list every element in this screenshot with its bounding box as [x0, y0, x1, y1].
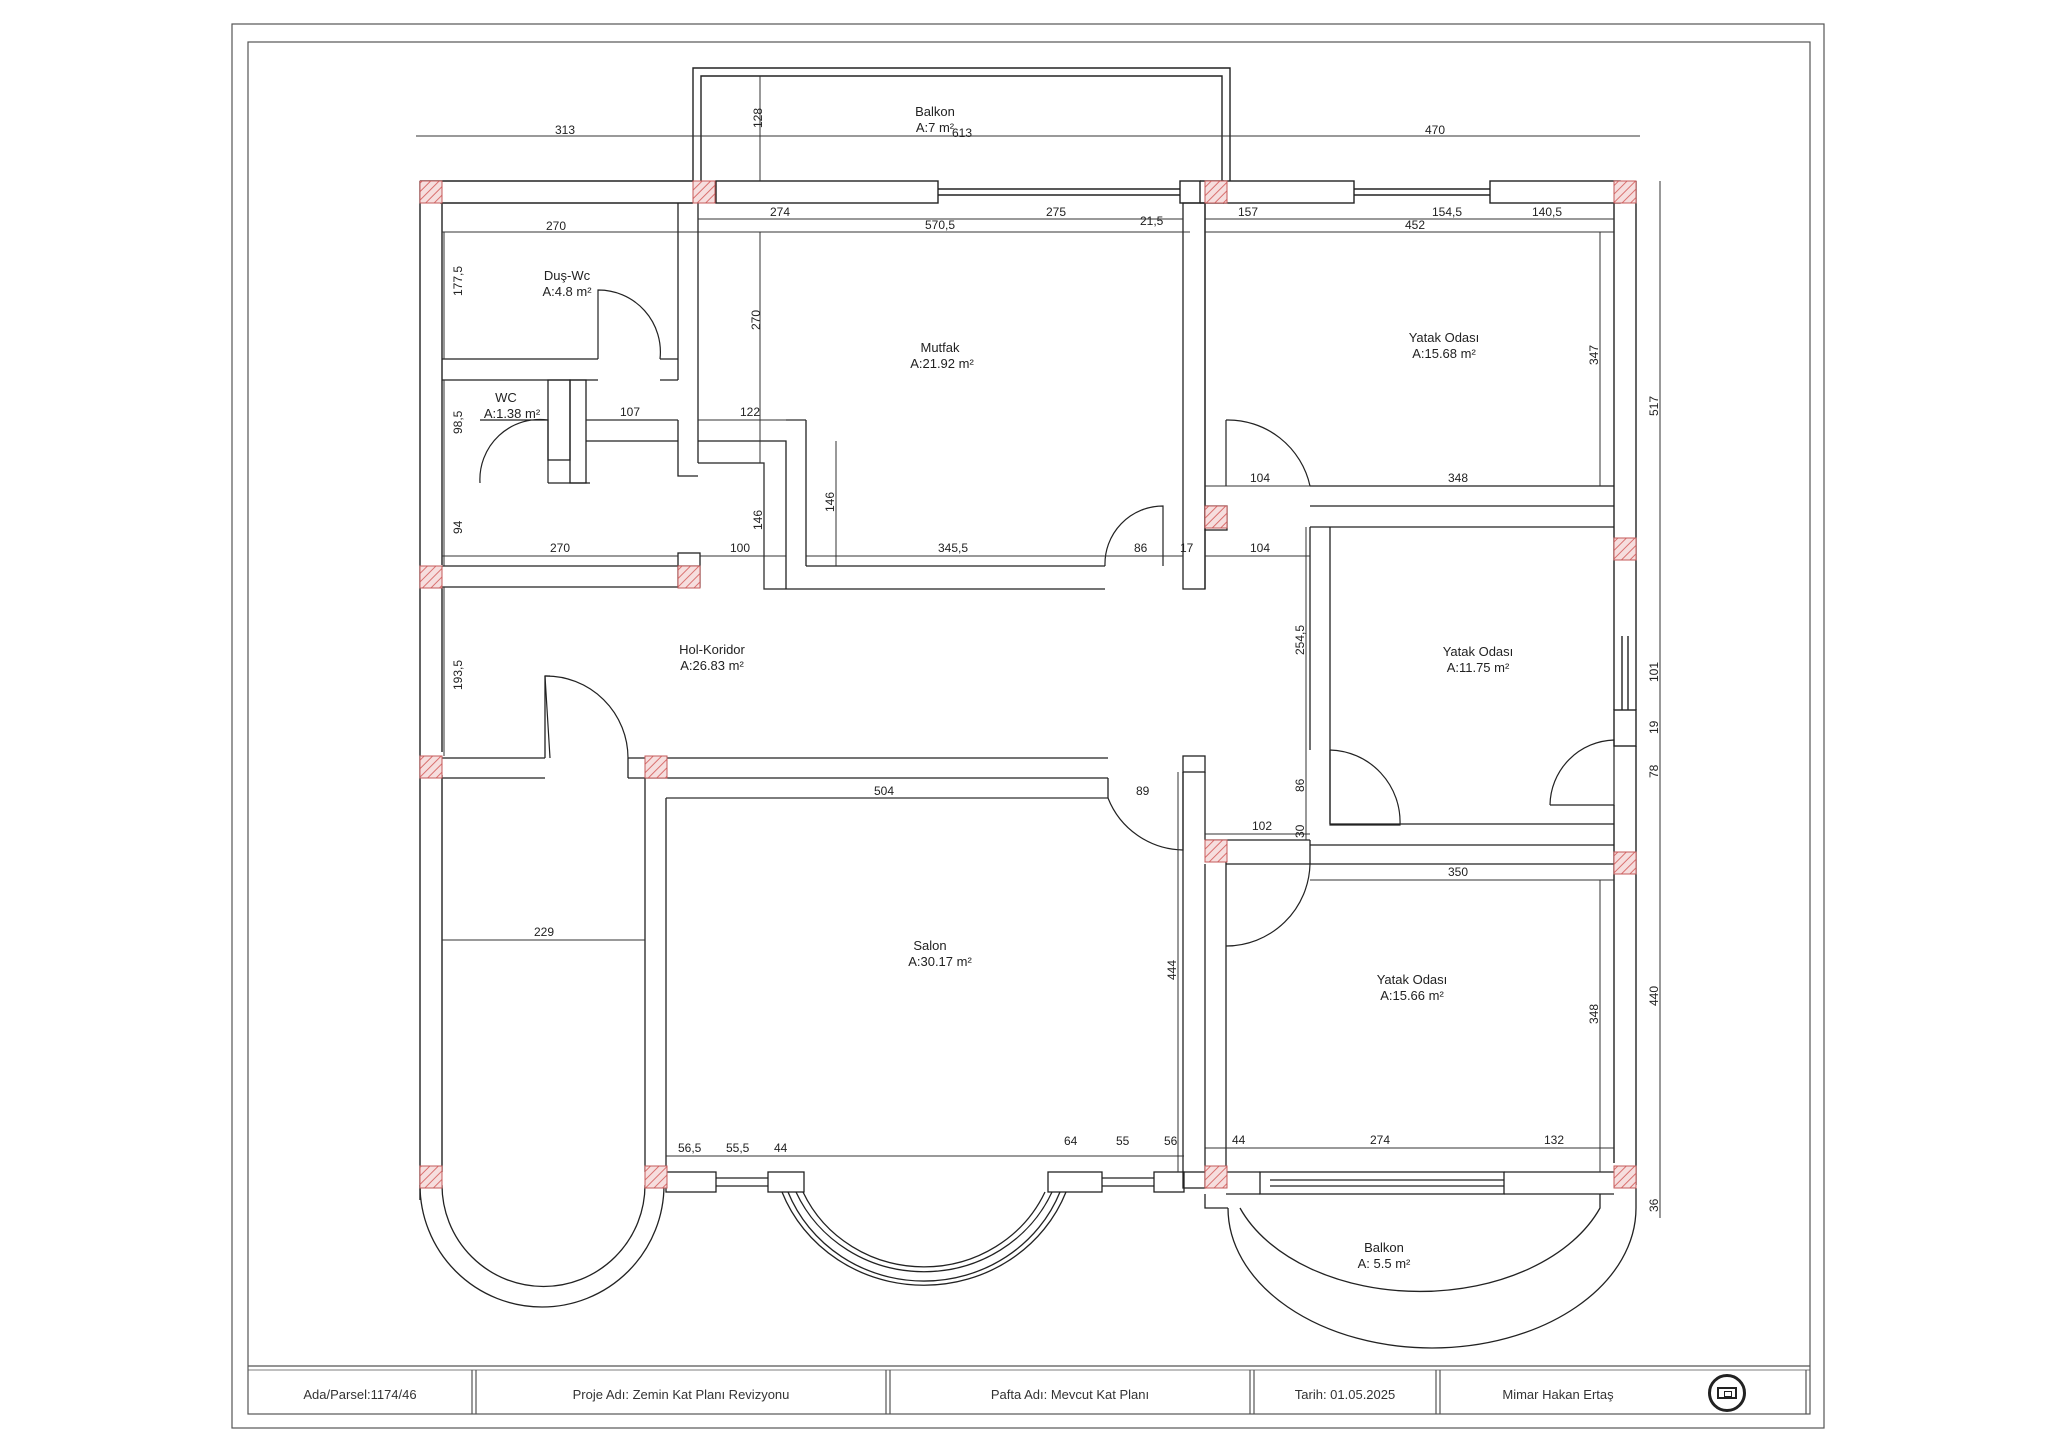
bottom-walls — [665, 1171, 1614, 1195]
balcony-top-outline — [692, 67, 1231, 181]
dim-label: 101 — [1647, 662, 1661, 682]
room-name-mutfak: Mutfak — [920, 340, 960, 355]
dim-label: 270 — [749, 310, 763, 330]
dimension-lines — [416, 76, 1661, 1218]
dim-label: 154,5 — [1432, 205, 1462, 219]
title-block-date: Tarih: 01.05.2025 — [1294, 1386, 1396, 1402]
dim-label: 270 — [550, 541, 570, 555]
door-swings — [479, 289, 1615, 947]
dim-label: 64 — [1064, 1134, 1078, 1148]
dim-label: 78 — [1647, 764, 1661, 778]
dimension-labels: 313 613 470 128 274 275 21,5 570,5 157 1… — [451, 108, 1661, 1212]
exterior-walls — [419, 180, 1637, 1200]
room-name-hol: Hol-Koridor — [679, 642, 745, 657]
dim-label: 348 — [1448, 471, 1468, 485]
dim-label: 140,5 — [1532, 205, 1562, 219]
room-area-hol: A:26.83 m² — [680, 658, 744, 673]
room-area-wc: A:1.38 m² — [484, 406, 541, 421]
dim-label: 100 — [730, 541, 750, 555]
room-area-balkon-top: A:7 m² — [916, 120, 955, 135]
room-area-yatak-2: A:11.75 m² — [1447, 660, 1510, 675]
architect-logo-icon — [1708, 1374, 1746, 1412]
dim-label: 56 — [1164, 1134, 1178, 1148]
dim-label: 345,5 — [938, 541, 968, 555]
dim-label: 128 — [751, 108, 765, 128]
room-area-mutfak: A:21.92 m² — [910, 356, 974, 371]
dim-label: 102 — [1252, 819, 1272, 833]
dim-label: 274 — [770, 205, 790, 219]
dim-label: 452 — [1405, 218, 1425, 232]
room-area-yatak-3: A:15.66 m² — [1380, 988, 1444, 1003]
room-area-balkon-bottom: A: 5.5 m² — [1358, 1256, 1411, 1271]
structural-columns — [419, 180, 1637, 1189]
dim-label: 146 — [823, 492, 837, 512]
dim-label: 270 — [546, 219, 566, 233]
dim-label: 56,5 — [678, 1141, 702, 1155]
room-name-salon: Salon — [913, 938, 946, 953]
room-name-dus-wc: Duş-Wc — [544, 268, 591, 283]
dim-label: 254,5 — [1293, 625, 1307, 655]
dim-label: 132 — [1544, 1133, 1564, 1147]
dim-label: 350 — [1448, 865, 1468, 879]
room-area-yatak-1: A:15.68 m² — [1412, 346, 1476, 361]
dim-label: 30 — [1293, 824, 1307, 838]
dim-label: 177,5 — [451, 266, 465, 296]
room-name-yatak-3: Yatak Odası — [1377, 972, 1448, 987]
dim-label: 17 — [1180, 541, 1194, 555]
room-name-balkon-top: Balkon — [915, 104, 955, 119]
dim-label: 444 — [1165, 960, 1179, 980]
room-name-yatak-2: Yatak Odası — [1443, 644, 1514, 659]
dim-label: 55,5 — [726, 1141, 750, 1155]
dim-label: 86 — [1293, 778, 1307, 792]
dim-label: 98,5 — [451, 410, 465, 434]
dim-label: 157 — [1238, 205, 1258, 219]
dim-label: 348 — [1587, 1004, 1601, 1024]
room-name-yatak-1: Yatak Odası — [1409, 330, 1480, 345]
dim-label: 21,5 — [1140, 214, 1164, 228]
curved-walls — [419, 1184, 1637, 1349]
dim-label: 55 — [1116, 1134, 1130, 1148]
dim-label: 313 — [555, 123, 575, 137]
dim-label: 104 — [1250, 541, 1270, 555]
room-name-balkon-bottom: Balkon — [1364, 1240, 1404, 1255]
dim-label: 570,5 — [925, 218, 955, 232]
dim-label: 275 — [1046, 205, 1066, 219]
dim-label: 19 — [1647, 720, 1661, 734]
title-block-architect: Mimar Hakan Ertaş — [1502, 1386, 1614, 1402]
dim-label: 44 — [774, 1141, 788, 1155]
dim-label: 36 — [1647, 1198, 1661, 1212]
dim-label: 613 — [952, 126, 972, 140]
dim-label: 347 — [1587, 345, 1601, 365]
room-area-salon: A:30.17 m² — [908, 954, 972, 969]
room-labels: Balkon A:7 m² Duş-Wc A:4.8 m² WC A:1.38 … — [484, 104, 1513, 1271]
dim-label: 440 — [1647, 986, 1661, 1006]
dim-label: 146 — [751, 510, 765, 530]
title-block-sheet: Pafta Adı: Mevcut Kat Planı — [990, 1386, 1150, 1402]
title-block-project: Proje Adı: Zemin Kat Planı Revizyonu — [572, 1386, 790, 1402]
room-name-wc: WC — [495, 390, 517, 405]
dim-label: 517 — [1647, 396, 1661, 416]
dim-label: 89 — [1136, 784, 1150, 798]
dim-label: 274 — [1370, 1133, 1390, 1147]
sheet-frame — [231, 23, 1825, 1429]
dim-label: 470 — [1425, 123, 1445, 137]
title-block-grid — [471, 1370, 1807, 1414]
dim-label: 44 — [1232, 1133, 1246, 1147]
dim-label: 86 — [1134, 541, 1148, 555]
dim-label: 107 — [620, 405, 640, 419]
dim-label: 104 — [1250, 471, 1270, 485]
dim-label: 122 — [740, 405, 760, 419]
dim-label: 229 — [534, 925, 554, 939]
dim-label: 193,5 — [451, 660, 465, 690]
dim-label: 94 — [451, 520, 465, 534]
title-block-parcel: Ada/Parsel:1174/46 — [303, 1386, 417, 1402]
dim-label: 504 — [874, 784, 894, 798]
room-area-dus-wc: A:4.8 m² — [542, 284, 592, 299]
